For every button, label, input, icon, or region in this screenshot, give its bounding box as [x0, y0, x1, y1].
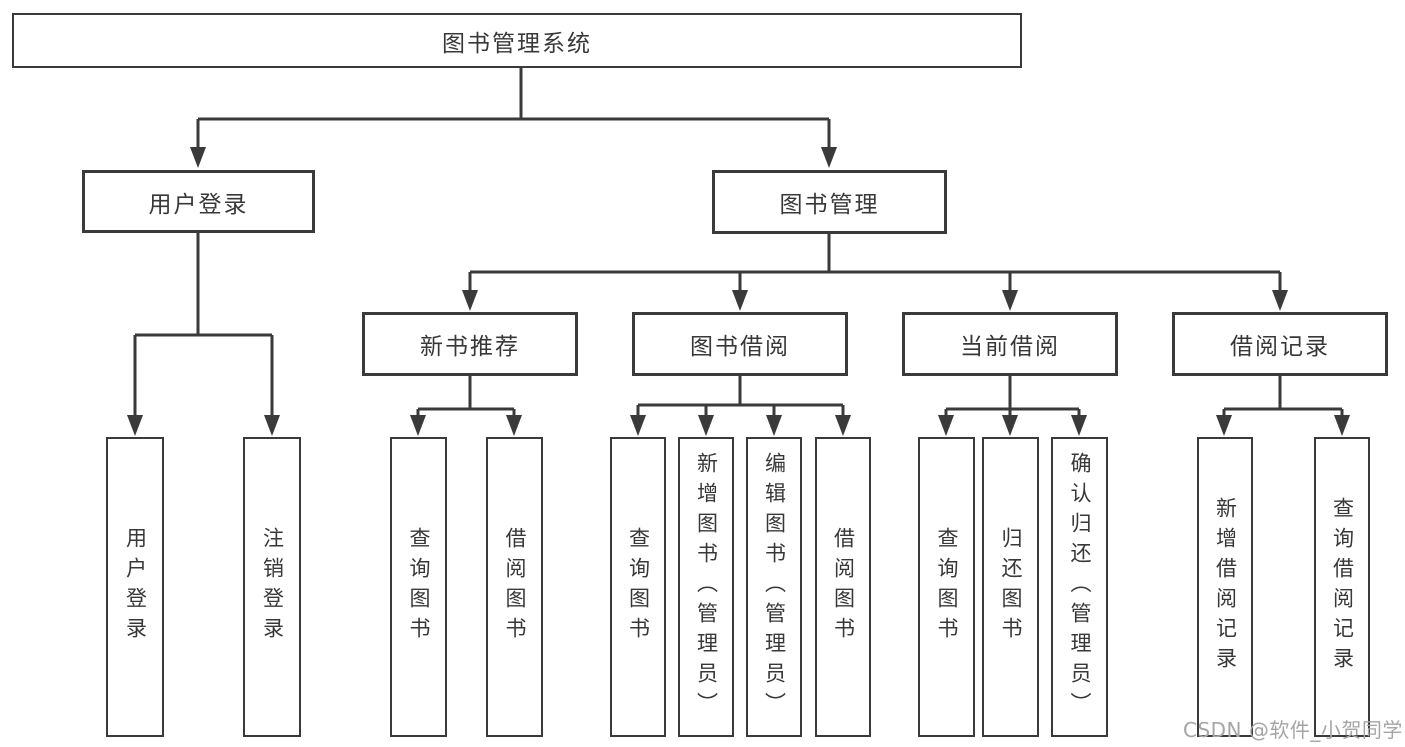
- arrowhead: [766, 415, 782, 436]
- node-label: 新书推荐: [420, 334, 520, 360]
- node-leaf-query-books-current: 查询图书: [918, 437, 975, 737]
- arrowhead: [1002, 415, 1018, 436]
- node-label: 新增借阅记录: [1213, 497, 1238, 677]
- node-label: 注销登录: [260, 527, 285, 647]
- node-leaf-borrow-books: 借阅图书: [815, 437, 871, 737]
- connector-user-login-children: [127, 233, 280, 436]
- node-leaf-edit-books-admin: 编辑图书（管理员）: [746, 437, 802, 737]
- connector-current-borrow-children: [938, 376, 1087, 436]
- node-leaf-add-books-admin: 新增图书（管理员）: [678, 437, 734, 737]
- node-leaf-add-borrow-record: 新增借阅记录: [1197, 437, 1253, 737]
- arrowhead: [630, 415, 646, 436]
- node-label: 编辑图书（管理员）: [762, 452, 787, 722]
- node-label: 用户登录: [123, 527, 148, 647]
- node-label: 查询借阅记录: [1330, 497, 1355, 677]
- node-label: 确认归还（管理员）: [1068, 452, 1092, 722]
- node-label: 当前借阅: [960, 334, 1060, 360]
- node-leaf-query-borrow-record: 查询借阅记录: [1314, 437, 1370, 737]
- node-new-book-recommend: 新书推荐: [362, 312, 578, 376]
- connector-new-book-children: [410, 376, 522, 436]
- node-label: 查询图书: [407, 527, 431, 647]
- arrowhead: [1002, 290, 1018, 311]
- node-leaf-query-books-recommend: 查询图书: [390, 437, 447, 737]
- node-label: 图书借阅: [690, 334, 790, 360]
- csdn-watermark: CSDN @软件_小贺同学: [1183, 718, 1403, 742]
- connector-book-mgmt-children: [462, 234, 1288, 311]
- arrowhead: [462, 290, 478, 311]
- arrowhead: [1071, 415, 1087, 436]
- arrowhead: [698, 415, 714, 436]
- arrowhead: [190, 147, 206, 168]
- node-label: 图书管理系统: [442, 30, 592, 57]
- node-book-management: 图书管理: [712, 170, 947, 234]
- arrowhead: [1272, 290, 1288, 311]
- arrowhead: [1216, 415, 1232, 436]
- node-label: 用户登录: [148, 191, 249, 218]
- node-user-login: 用户登录: [82, 170, 315, 233]
- arrowhead: [938, 415, 954, 436]
- node-label: 借阅图书: [503, 527, 527, 647]
- node-root-library-system: 图书管理系统: [12, 13, 1022, 68]
- node-leaf-confirm-return-admin: 确认归还（管理员）: [1051, 437, 1108, 737]
- node-borrowing-records: 借阅记录: [1172, 312, 1388, 376]
- arrowhead: [127, 415, 143, 436]
- node-leaf-borrow-books-recommend: 借阅图书: [486, 437, 543, 737]
- connector-root-to-level2: [190, 68, 837, 168]
- node-label: 图书管理: [779, 192, 880, 218]
- node-label: 归还图书: [999, 527, 1023, 647]
- arrowhead: [732, 290, 748, 311]
- node-label: 查询图书: [935, 527, 959, 647]
- arrowhead: [1334, 415, 1350, 436]
- node-leaf-logout: 注销登录: [243, 437, 301, 737]
- connector-borrow-record-children: [1216, 376, 1350, 436]
- node-leaf-query-books-borrow: 查询图书: [610, 437, 666, 737]
- arrowhead: [821, 147, 837, 168]
- node-current-borrowing: 当前借阅: [902, 312, 1118, 376]
- arrowhead: [410, 415, 426, 436]
- node-label: 借阅图书: [831, 527, 856, 647]
- arrowhead: [264, 415, 280, 436]
- node-label: 新增图书（管理员）: [694, 452, 719, 722]
- node-label: 借阅记录: [1230, 334, 1330, 360]
- node-leaf-user-login: 用户登录: [106, 437, 164, 737]
- arrowhead: [506, 415, 522, 436]
- node-label: 查询图书: [626, 527, 651, 647]
- connector-book-borrow-children: [630, 376, 851, 436]
- arrowhead: [835, 415, 851, 436]
- node-book-borrowing: 图书借阅: [632, 312, 848, 376]
- node-leaf-return-books: 归还图书: [982, 437, 1039, 737]
